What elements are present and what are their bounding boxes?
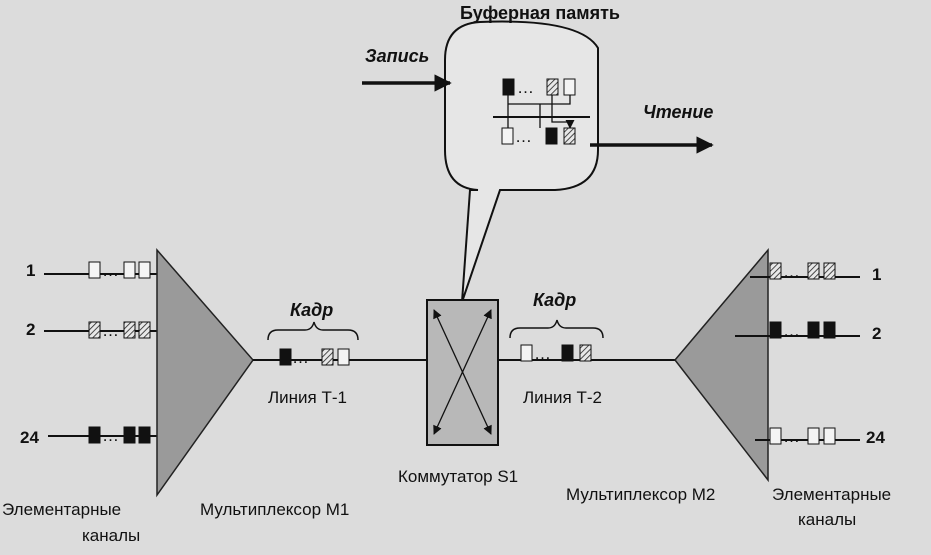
slot-empty [138,261,151,279]
channels-right-line2: каналы [798,510,856,529]
line-t1-label: Линия Т-1 [268,388,347,407]
slot-hatched [807,262,820,280]
right-channel-1: … 1 [750,262,881,284]
buffer-memory-label: Буферная память [460,3,620,23]
slot-black [561,344,574,362]
left-channel-1: 1 … [26,261,175,280]
frame-t2-brace [509,319,604,339]
ch-left-2-label: 2 [26,320,35,339]
right-channel-2: … 2 [735,321,881,343]
switch-s1-label: Коммутатор S1 [398,467,518,486]
multiplexer-m2 [674,247,769,483]
channels-left-line1: Элементарные [2,500,121,519]
ch-right-2-label: 2 [872,324,881,343]
slot-empty [501,127,514,145]
channels-left-line2: каналы [82,526,140,545]
buffer-memory-bubble [444,20,599,303]
slot-dots: … [102,321,119,340]
slot-black [279,348,292,366]
right-channel-24: … 24 [755,427,885,447]
buffer-read-slots: … [501,127,576,146]
slot-black [123,426,136,444]
slot-black [807,321,820,339]
slot-black [88,426,101,444]
slot-hatched [769,262,782,280]
slot-dots: … [517,78,534,97]
slot-hatched [123,321,136,339]
slot-dots: … [534,344,551,363]
slot-dots: … [783,321,800,340]
channels-right-line1: Элементарные [772,485,891,504]
ch-left-1-label: 1 [26,261,35,280]
mux-m1-label: Мультиплексор М1 [200,500,349,519]
slot-dots: … [102,426,119,445]
left-channel-24: 24 … [20,426,170,447]
slot-hatched [546,78,559,96]
ch-right-24-label: 24 [866,428,885,447]
ch-right-1-label: 1 [872,265,881,284]
slot-dots: … [102,261,119,280]
slot-hatched [579,344,592,362]
slot-dots: … [515,127,532,146]
slot-empty [123,261,136,279]
slot-dots: … [783,427,800,446]
slot-black [138,426,151,444]
line-t2-label: Линия Т-2 [523,388,602,407]
slot-hatched [563,127,576,145]
read-label: Чтение [643,102,713,122]
buffer-read-arrows [507,110,570,128]
slot-black [545,127,558,145]
buffer-links [507,95,571,112]
frame-t1-slots: … [279,348,350,367]
slot-empty [807,427,820,445]
mux-m2-label: Мультиплексор М2 [566,485,715,504]
frame-t2-slots: … [520,344,592,363]
slot-empty [823,427,836,445]
slot-empty [563,78,576,96]
slot-hatched [138,321,151,339]
frame-right-label: Кадр [533,290,576,310]
slot-black [502,78,515,96]
switch-s1 [426,299,499,446]
frame-left-label: Кадр [290,300,333,320]
slot-black [823,321,836,339]
slot-dots: … [783,262,800,281]
slot-empty [337,348,350,366]
slot-hatched [321,348,334,366]
slot-empty [520,344,533,362]
multiplexer-m1 [156,248,254,498]
write-label: Запись [365,46,429,66]
slot-hatched [823,262,836,280]
slot-black [769,321,782,339]
slot-hatched [88,321,101,339]
frame-t1-brace [267,321,359,341]
ch-left-24-label: 24 [20,428,39,447]
slot-empty [88,261,101,279]
slot-dots: … [292,348,309,367]
slot-empty [769,427,782,445]
